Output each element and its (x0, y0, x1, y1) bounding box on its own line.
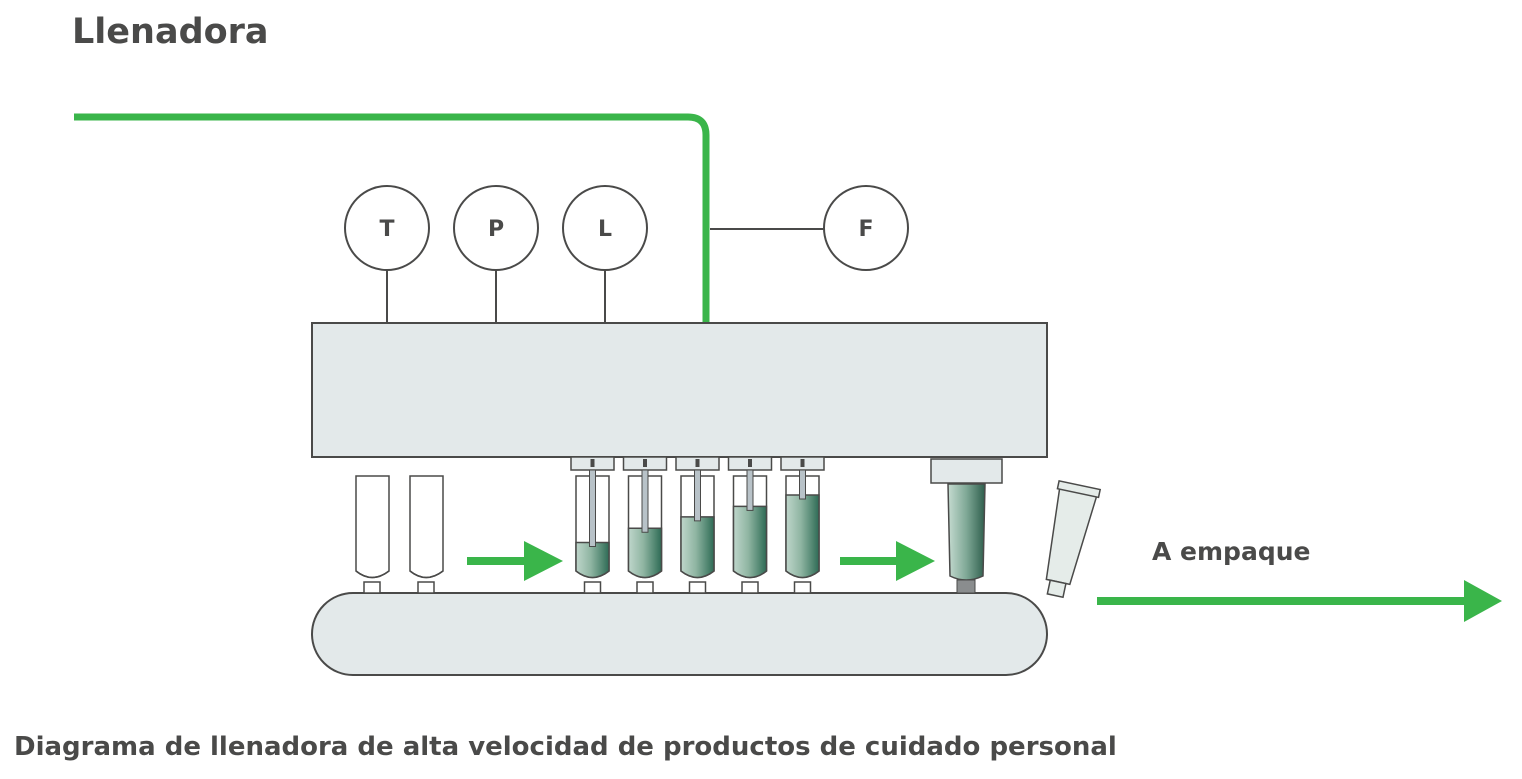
product-fill (732, 505, 768, 579)
filling-station (675, 456, 720, 594)
filling-station (780, 456, 825, 594)
product-fill (785, 494, 820, 579)
output-arrow (1097, 580, 1502, 622)
filling-stations (570, 456, 825, 594)
flow-arrow (840, 541, 935, 581)
filling-station (570, 456, 615, 594)
flow-gauge: F (823, 185, 909, 271)
empty-tube (409, 475, 444, 594)
empty-tube (355, 475, 390, 594)
filling-station (727, 456, 773, 594)
diagram-title: Llenadora (72, 12, 269, 52)
product-fill (627, 527, 663, 579)
pressure-gauge: P (453, 185, 539, 271)
flow-arrow (467, 541, 563, 581)
sealing-nozzle (930, 458, 1003, 594)
output-label: A empaque (1152, 537, 1310, 566)
diagram-caption: Diagrama de llenadora de alta velocidad … (14, 732, 1117, 762)
product-fill (575, 541, 610, 579)
level-gauge: L (562, 185, 648, 271)
temperature-gauge: T (344, 185, 430, 271)
sealed-tube (1045, 479, 1102, 599)
gauge-label-p: P (488, 217, 504, 242)
gauge-label-t: T (379, 217, 394, 242)
filling-station (622, 456, 668, 594)
supply-line (74, 113, 710, 323)
filler-head (311, 322, 1048, 458)
gauge-label-l: L (598, 217, 612, 242)
conveyor-belt (311, 592, 1048, 676)
gauge-label-f: F (858, 217, 873, 242)
product-fill (680, 516, 715, 579)
